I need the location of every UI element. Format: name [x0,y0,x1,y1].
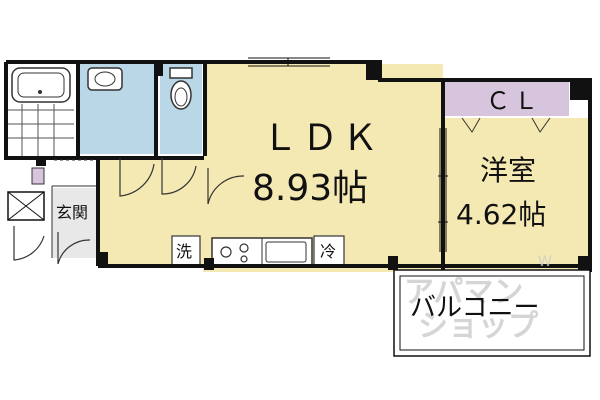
entrance-label: 玄関 [56,203,88,222]
washer-space [171,235,201,267]
closet-floor [445,80,569,116]
western-room-floor [443,118,588,272]
entrance-floor [52,188,96,258]
western-room-size: 4.62帖 [456,198,546,231]
watermark-small: W [538,254,552,270]
watermark: アパマン ショップ W [404,254,552,344]
kitchen-counter [211,237,313,267]
toilet-icon [169,67,193,110]
ldk-name: ＬＤＫ [262,118,382,159]
western-room-name: 洋室 [480,154,536,187]
wall-pillars [36,62,590,270]
sliding-door [438,128,448,252]
stove-icon [220,243,249,263]
closet-doors [461,117,551,133]
closet-label: ＣＬ [486,87,542,115]
watermark-line2: ショップ [418,309,539,344]
entrance-area [51,159,96,258]
bath-tiles [8,104,74,156]
fridge-label: 冷 [320,242,336,261]
door-swings [13,158,245,265]
sink-icon [87,67,123,91]
balcony-label: バルコニー [410,293,539,323]
washer-label: 洗 [176,242,192,261]
windows [248,57,330,67]
balcony [393,269,591,357]
bathtub-icon [11,67,71,103]
pipe-space [31,167,45,185]
watermark-line1: アパマン [404,275,523,310]
meter-box-icon [7,191,45,221]
ldk-size: 8.93帖 [252,168,368,209]
fridge-space [313,235,345,267]
